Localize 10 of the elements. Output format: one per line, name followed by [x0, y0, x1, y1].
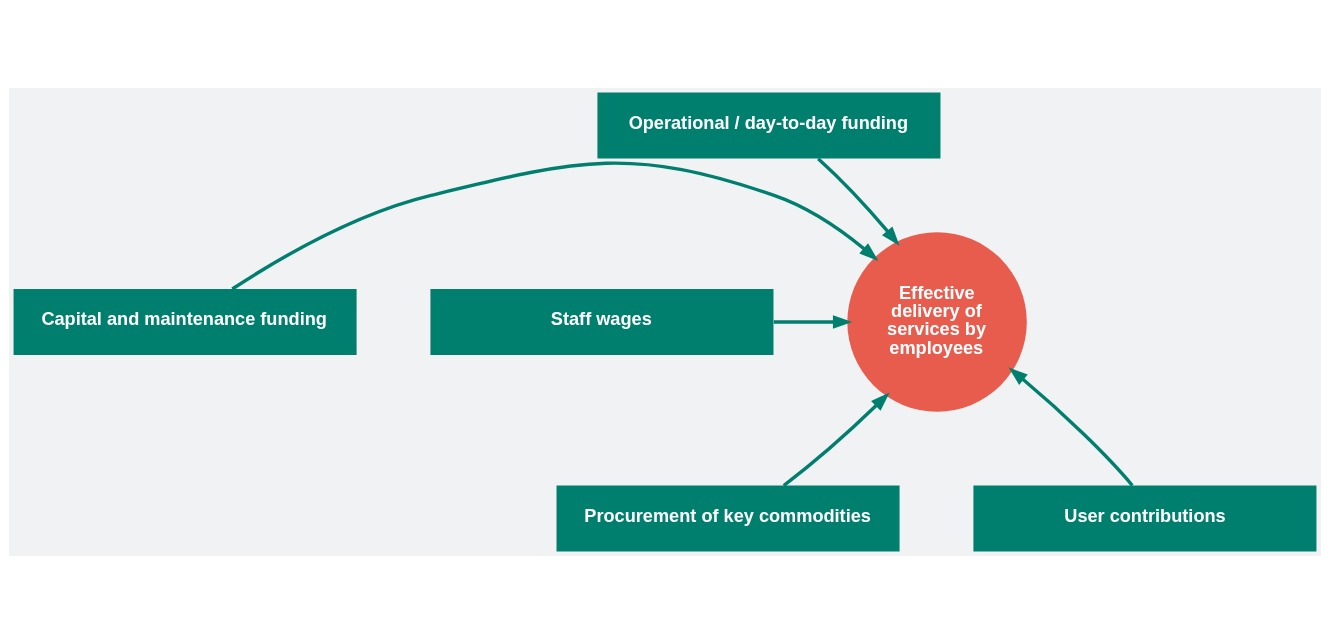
- arrow: [773, 315, 853, 329]
- arrow: [231, 161, 879, 291]
- node-box: Capital and maintenance funding: [13, 289, 357, 355]
- arrow: [817, 157, 900, 246]
- node-box: Staff wages: [430, 289, 774, 355]
- node-box: Operational / day-to-day funding: [597, 92, 941, 159]
- node-box: Procurement of key commodities: [556, 485, 900, 552]
- arrow: [782, 392, 890, 487]
- node-box: User contributions: [973, 485, 1317, 552]
- arrow: [1008, 367, 1134, 487]
